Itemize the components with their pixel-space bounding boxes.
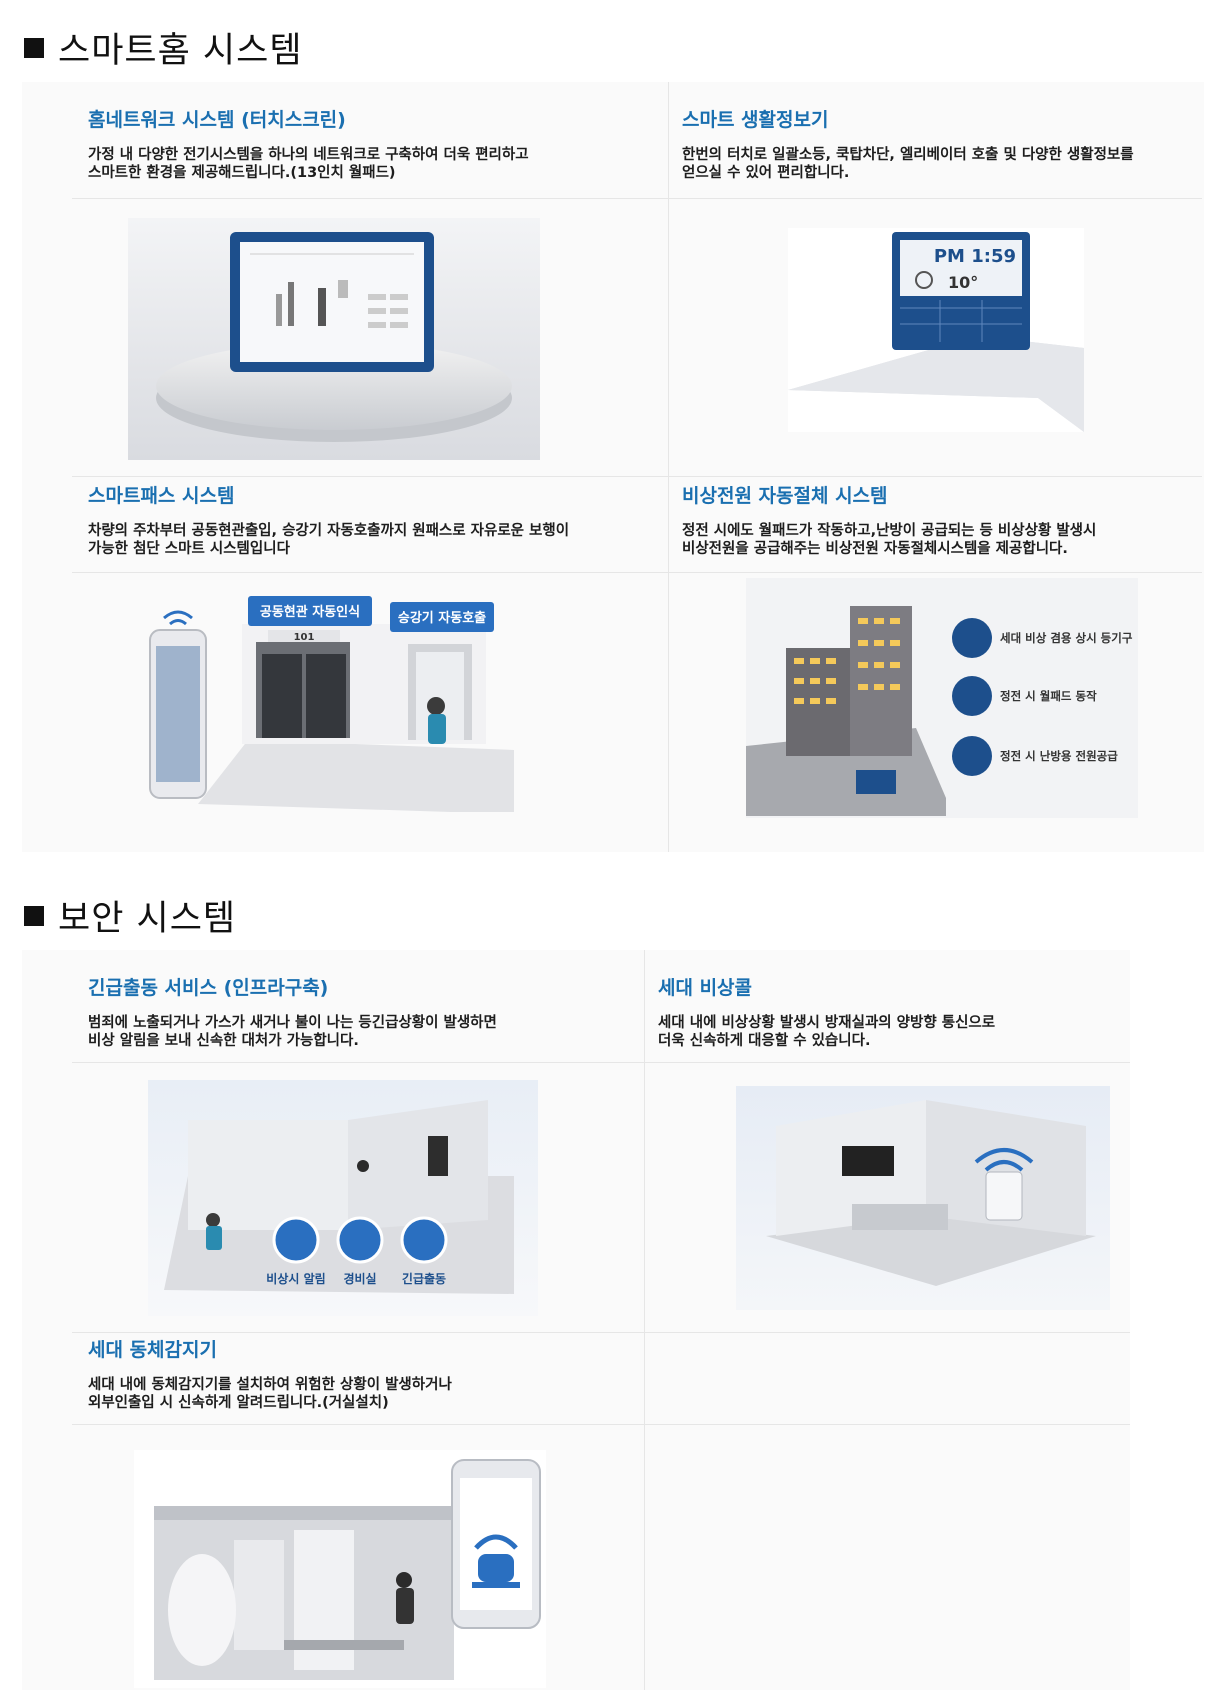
feature-title: 홈네트워크 시스템 (터치스크린) (88, 109, 346, 131)
power-label-wallpad: 정전 시 월패드 동작 (1000, 689, 1097, 703)
power-label-light: 세대 비상 겸용 상시 등기구 (1000, 631, 1133, 645)
feature-description: 정전 시에도 월패드가 작동하고,난방이 공급되는 등 비상상황 발생시 비상전… (682, 523, 1097, 557)
label-emergency-dispatch: 긴급출동 (402, 1271, 446, 1286)
device-clock: PM 1:59 (934, 246, 1016, 267)
emergency-power-illustration: 세대 비상 겸용 상시 등기구 정전 시 월패드 동작 정전 시 난방용 전원공… (746, 578, 1138, 818)
feature-emergency-dispatch: 긴급출동 서비스 (인프라구축) 범죄에 노출되거나 가스가 새거나 불이 나는… (88, 976, 628, 1050)
section-header-smarthome: 스마트홈 시스템 (24, 22, 303, 73)
emergency-dispatch-illustration: 비상시 알림 경비실 긴급출동 (148, 1080, 538, 1316)
feature-description: 가정 내 다양한 전기시스템을 하나의 네트워크로 구축하여 더욱 편리하고 스… (88, 147, 529, 181)
sign-elevator-auto-call: 승강기 자동호출 (398, 610, 486, 626)
divider (72, 572, 1202, 573)
feature-emergency-call: 세대 비상콜 세대 내에 비상상황 발생시 방재실과의 양방향 통신으로 더욱 … (658, 976, 1118, 1050)
divider (72, 1062, 1130, 1063)
label-guard-room: 경비실 (343, 1271, 376, 1286)
sign-entrance-auto-recognition: 공동현관 자동인식 (260, 604, 360, 620)
feature-smartpass: 스마트패스 시스템 차량의 주차부터 공동현관출입, 승강기 자동호출까지 원패… (88, 484, 658, 558)
feature-title: 긴급출동 서비스 (인프라구축) (88, 977, 329, 999)
feature-description: 세대 내에 비상상황 발생시 방재실과의 양방향 통신으로 더욱 신속하게 대응… (658, 1015, 996, 1049)
smartpass-illustration: 101 공동현관 자동인식 승강기 자동호출 (138, 590, 530, 812)
feature-title: 세대 비상콜 (658, 977, 753, 999)
square-bullet-icon (24, 37, 44, 58)
feature-title: 비상전원 자동절체 시스템 (682, 485, 888, 507)
wallpad-13inch-illustration (128, 218, 540, 460)
divider (72, 198, 1202, 199)
power-label-heating: 정전 시 난방용 전원공급 (1000, 749, 1118, 763)
emergency-call-illustration (736, 1086, 1110, 1310)
divider (72, 1332, 1130, 1333)
smart-info-device-illustration: PM 1:59 10° (788, 228, 1084, 432)
label-emergency-alert: 비상시 알림 (266, 1271, 325, 1286)
feature-emergency-power: 비상전원 자동절체 시스템 정전 시에도 월패드가 작동하고,난방이 공급되는 … (682, 484, 1212, 558)
feature-smart-info: 스마트 생활정보기 한번의 터치로 일괄소등, 쿡탑차단, 엘리베이터 호출 및… (682, 108, 1212, 182)
feature-description: 한번의 터치로 일괄소등, 쿡탑차단, 엘리베이터 호출 및 다양한 생활정보를… (682, 147, 1134, 181)
feature-description: 차량의 주차부터 공동현관출입, 승강기 자동호출까지 원패스로 자유로운 보행… (88, 523, 570, 557)
feature-description: 범죄에 노출되거나 가스가 새거나 불이 나는 등긴급상황이 발생하면 비상 알… (88, 1015, 497, 1049)
feature-title: 세대 동체감지기 (88, 1339, 217, 1361)
divider (72, 1424, 1130, 1425)
divider (668, 82, 669, 852)
door-unit-number: 101 (294, 632, 315, 643)
feature-title: 스마트패스 시스템 (88, 485, 235, 507)
feature-home-network: 홈네트워크 시스템 (터치스크린) 가정 내 다양한 전기시스템을 하나의 네트… (88, 108, 648, 182)
feature-description: 세대 내에 동체감지기를 설치하여 위험한 상황이 발생하거나 외부인출입 시 … (88, 1377, 452, 1411)
device-temperature: 10° (948, 273, 978, 292)
section-title: 보안 시스템 (58, 899, 237, 939)
feature-motion-sensor: 세대 동체감지기 세대 내에 동체감지기를 설치하여 위험한 상황이 발생하거나… (88, 1338, 628, 1412)
section-header-security: 보안 시스템 (24, 890, 236, 941)
square-bullet-icon (24, 905, 44, 926)
feature-title: 스마트 생활정보기 (682, 109, 829, 131)
divider (644, 950, 645, 1690)
motion-sensor-illustration (134, 1450, 546, 1688)
section-title: 스마트홈 시스템 (58, 31, 303, 71)
divider (72, 476, 1202, 477)
